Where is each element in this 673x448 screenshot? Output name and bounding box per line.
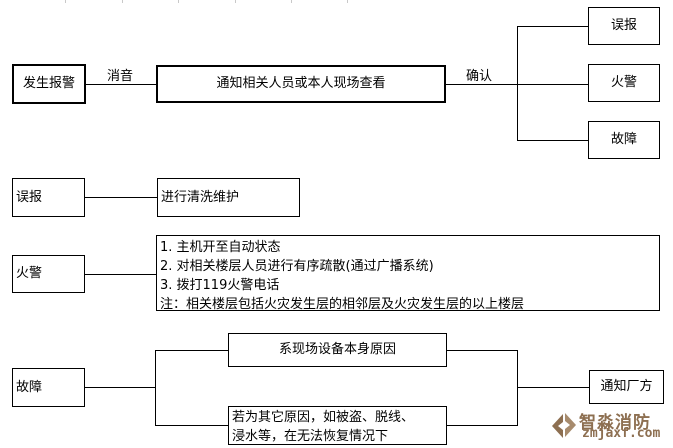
connector-fault-merge-vertical (517, 350, 518, 426)
watermark-brand: 智淼消防 (579, 413, 651, 433)
ruler-tick (347, 0, 348, 3)
node-outcome-fire-alarm: 火警 (588, 64, 660, 102)
fire-step-line: 1. 主机开至自动状态 (160, 240, 281, 255)
node-false-alarm: 误报 (12, 178, 85, 217)
edge-label-confirm: 确认 (466, 69, 493, 84)
fire-step-line: 注：相关楼层包括火灾发生层的相邻层及火灾发生层的以上楼层 (160, 297, 525, 311)
connector-to-fault (517, 140, 588, 141)
ruler-tick (235, 0, 236, 3)
ruler-tick (65, 0, 66, 3)
connector-to-other-cause (155, 425, 228, 426)
node-cleaning-maintenance: 进行清洗维护 (157, 178, 300, 217)
edge-label-mute: 消音 (107, 69, 134, 84)
connector-to-notify-vendor (517, 387, 589, 388)
connector-branch-vertical (517, 26, 518, 141)
connector-fire-alarm-line (85, 274, 156, 275)
ruler-tick (122, 0, 123, 3)
connector-to-device-cause (155, 350, 228, 351)
fault-other-cause-line: 浸水等，在无法恢复情况下 (232, 429, 389, 444)
node-start-alarm: 发生报警 (12, 64, 86, 104)
connector-device-cause-out (447, 350, 517, 351)
connector-to-false-alarm (517, 26, 588, 27)
watermark: 智淼消防 zmjaxf.com (550, 407, 670, 447)
fire-step-line: 2. 对相关楼层人员进行有序疏散(通过广播系统) (160, 259, 434, 274)
ruler-tick (291, 0, 292, 3)
node-fire-steps: 1. 主机开至自动状态 2. 对相关楼层人员进行有序疏散(通过广播系统) 3. … (156, 235, 660, 311)
watermark-site: zmjaxf.com (582, 426, 661, 441)
node-fault-device-cause: 系现场设备本身原因 (228, 333, 447, 367)
connector-false-alarm-line (85, 197, 157, 198)
ruler-tick (178, 0, 179, 3)
fault-other-cause-line: 若为其它原因，如被盗、脱线、 (232, 410, 415, 425)
fire-step-line: 3. 拨打119火警电话 (160, 278, 280, 293)
node-fault: 故障 (12, 368, 85, 407)
node-outcome-false-alarm: 误报 (588, 7, 660, 45)
node-fault-other-cause: 若为其它原因，如被盗、脱线、 浸水等，在无法恢复情况下 (228, 406, 447, 445)
zmjaxf-logo-icon (552, 413, 576, 438)
connector-other-cause-out (447, 425, 517, 426)
connector-fault-split-vertical (155, 350, 156, 426)
node-notify-vendor: 通知厂方 (589, 370, 664, 404)
node-outcome-fault: 故障 (588, 121, 660, 159)
node-fire-alarm: 火警 (12, 255, 85, 293)
node-notify-check: 通知相关人员或本人现场查看 (156, 65, 446, 103)
connector-mute-line (86, 84, 156, 85)
connector-fault-line (85, 387, 155, 388)
